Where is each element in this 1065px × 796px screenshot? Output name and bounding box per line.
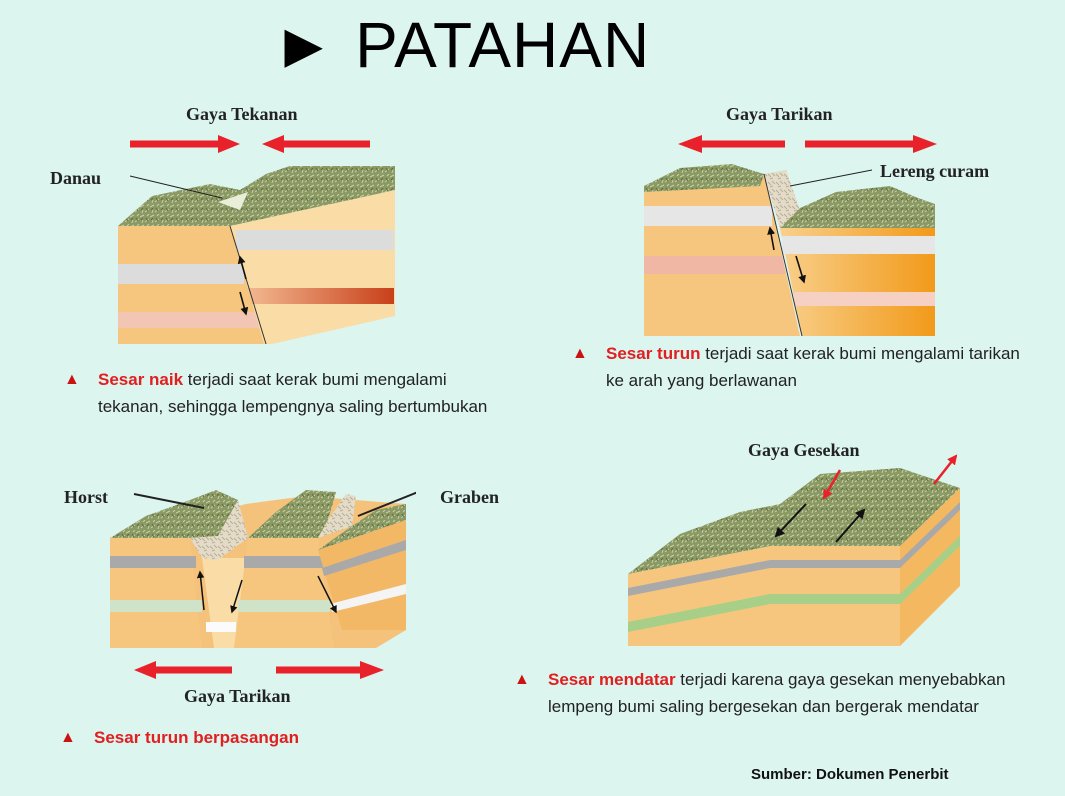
ground-surface xyxy=(628,468,960,574)
diagram-sesar-mendatar xyxy=(628,454,960,646)
callout-lereng-curam: Lereng curam xyxy=(880,161,990,181)
highlight-term: Sesar mendatar xyxy=(548,670,676,689)
friction-arrow-out-icon xyxy=(933,454,958,485)
bullet-icon: ▲ xyxy=(60,729,76,746)
arrow-up-right-icon xyxy=(835,508,866,543)
highlight-term: Sesar naik xyxy=(98,370,184,389)
compression-arrows xyxy=(130,135,370,153)
callout-line xyxy=(789,169,873,187)
callout-line-graben xyxy=(357,491,416,517)
callout-line-horst xyxy=(133,493,205,509)
arrow-down-icon xyxy=(230,579,243,614)
description-sesar-mendatar: ▲ Sesar mendatar terjadi karena gaya ges… xyxy=(514,666,1044,720)
bullet-icon: ▲ xyxy=(64,371,80,388)
arrow-up-icon xyxy=(196,570,205,611)
callout-line xyxy=(129,175,223,199)
ground-surface xyxy=(118,166,395,226)
ground-surface-right xyxy=(780,186,935,228)
tension-arrows xyxy=(134,661,384,679)
arrow-down-left-icon xyxy=(774,503,807,538)
force-label-tarikan-2: Gaya Tarikan xyxy=(184,686,291,706)
source-credit: Sumber: Dokumen Penerbit xyxy=(751,766,949,783)
description-sesar-naik: ▲ Sesar naik terjadi saat kerak bumi men… xyxy=(64,366,504,420)
bullet-icon: ▲ xyxy=(572,345,588,362)
bullet-icon: ▲ xyxy=(514,671,530,688)
friction-arrow-in-icon xyxy=(822,469,842,500)
horst-block xyxy=(110,538,202,648)
callout-horst: Horst xyxy=(64,487,108,507)
diagram-sesar-berpasangan xyxy=(110,490,416,679)
tension-arrows xyxy=(678,135,937,153)
diagram-sesar-naik xyxy=(118,135,395,345)
middle-block xyxy=(234,538,334,648)
highlight-term: Sesar turun berpasangan xyxy=(94,728,300,747)
arrow-down-icon xyxy=(795,255,806,284)
arrow-down-icon xyxy=(317,575,337,614)
force-label-tarikan: Gaya Tarikan xyxy=(726,104,833,124)
description-sesar-berpasangan: ▲ Sesar turun berpasangan xyxy=(60,724,420,751)
diagram-sesar-turun xyxy=(644,135,937,337)
right-block xyxy=(230,190,395,344)
highlight-term: Sesar turun xyxy=(606,344,701,363)
callout-danau: Danau xyxy=(50,168,102,188)
ground-surface-left xyxy=(644,164,764,192)
force-label-gesekan: Gaya Gesekan xyxy=(748,440,860,460)
force-label-tekanan: Gaya Tekanan xyxy=(186,104,298,124)
arrow-up-icon xyxy=(767,226,776,251)
description-sesar-turun: ▲ Sesar turun terjadi saat kerak bumi me… xyxy=(572,340,1042,394)
page-title: ► PATAHAN xyxy=(272,9,651,81)
arrow-up-icon xyxy=(237,255,247,280)
arrow-down-icon xyxy=(239,291,249,316)
callout-graben: Graben xyxy=(440,487,500,507)
